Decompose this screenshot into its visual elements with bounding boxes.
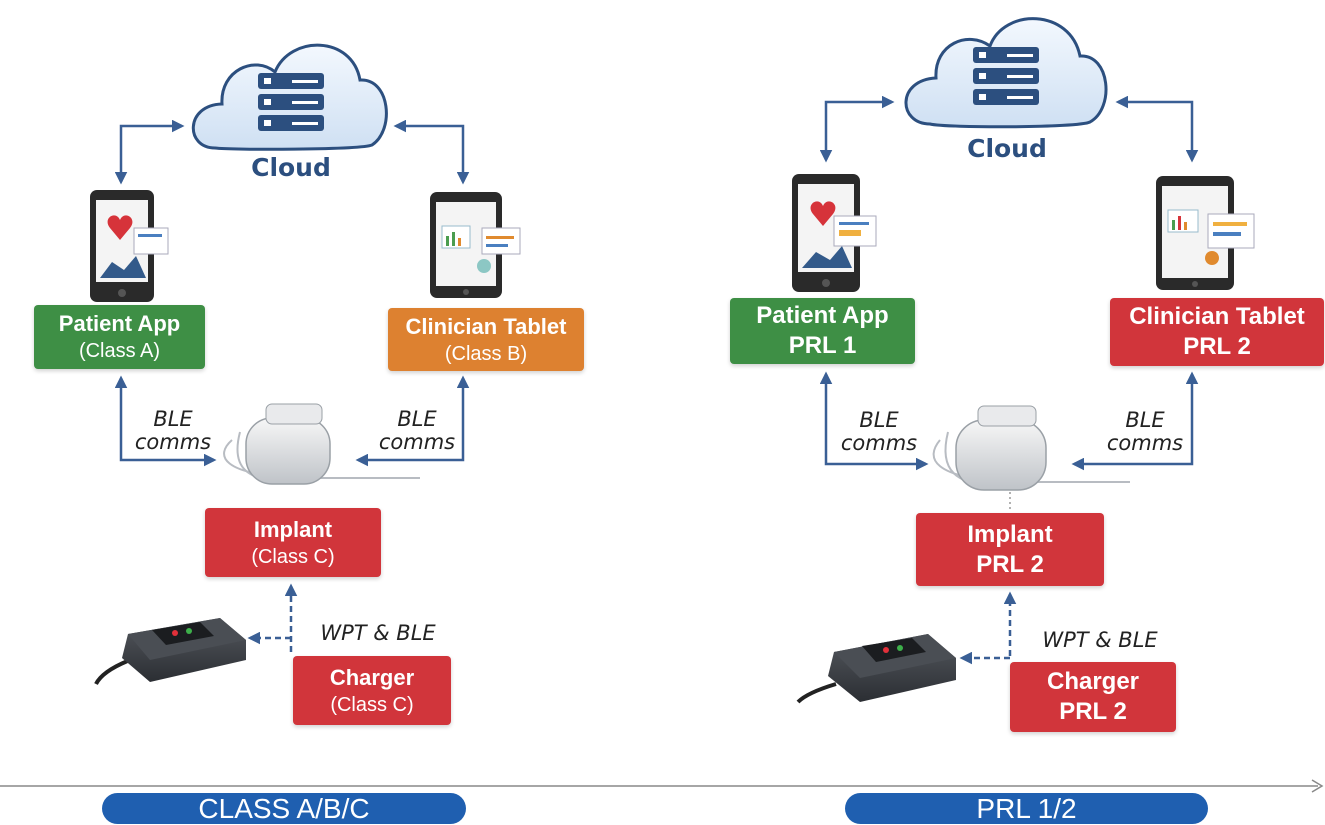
ble-comms-label-right: BLE comms [1106,408,1184,455]
wpt-ble-label: WPT & BLE [320,621,436,645]
clinician-tablet-title: Clinician Tablet [1129,303,1305,330]
cloud-icon [904,17,1108,129]
implant-class: (Class C) [251,545,335,568]
charger-title: Charger [329,664,415,690]
cloud-icon [191,43,388,151]
cloud-label: Cloud [251,153,331,182]
charger-device-icon [94,618,246,686]
charger-device-icon [796,634,956,704]
left-arrows [114,119,470,652]
clinician-tablet-title: Clinician Tablet [405,313,567,339]
clinician-tablet-prl: PRL 2 [1183,333,1251,360]
patient-app-node: Patient App (Class A) [34,305,205,369]
ble-comms-label-right: BLE comms [378,407,456,454]
timeline-label-class: CLASS A/B/C [102,793,466,824]
tablet-icon [1156,176,1255,290]
cloud-label: Cloud [967,134,1047,163]
ble-comms-label-left: BLE comms [840,408,918,455]
phone-icon [792,174,877,292]
patient-app-prl: PRL 1 [788,332,857,359]
implant-node: Implant (Class C) [205,508,381,577]
patient-app-node: Patient App PRL 1 [730,298,915,364]
implant-title: Implant [253,516,333,542]
wpt-ble-label: WPT & BLE [1042,628,1158,652]
charger-node: Charger (Class C) [293,656,451,725]
ble-comms-label-left: BLE comms [134,407,212,454]
right-arrows [819,95,1199,665]
implant-title: Implant [967,520,1053,548]
patient-app-title: Patient App [58,311,181,336]
tablet-icon [430,192,521,298]
timeline-axis [0,779,1324,793]
implant-device-icon [932,405,1130,491]
patient-app-class: (Class A) [78,340,161,362]
implant-prl: PRL 2 [976,550,1044,578]
charger-node: Charger PRL 2 [1010,662,1176,732]
charger-class: (Class C) [330,693,414,716]
clinician-tablet-node: Clinician Tablet (Class B) [388,308,584,371]
patient-app-title: Patient App [756,302,889,329]
charger-prl: PRL 2 [1059,698,1127,725]
clinician-tablet-node: Clinician Tablet PRL 2 [1110,298,1324,366]
server-icon [973,47,1039,105]
clinician-tablet-class: (Class B) [444,342,528,365]
phone-icon [90,190,169,302]
charger-title: Charger [1046,668,1140,695]
implant-node: Implant PRL 2 [916,513,1104,586]
server-icon [258,73,324,131]
timeline-label-prl: PRL 1/2 [845,793,1208,824]
implant-device-icon [223,403,420,485]
